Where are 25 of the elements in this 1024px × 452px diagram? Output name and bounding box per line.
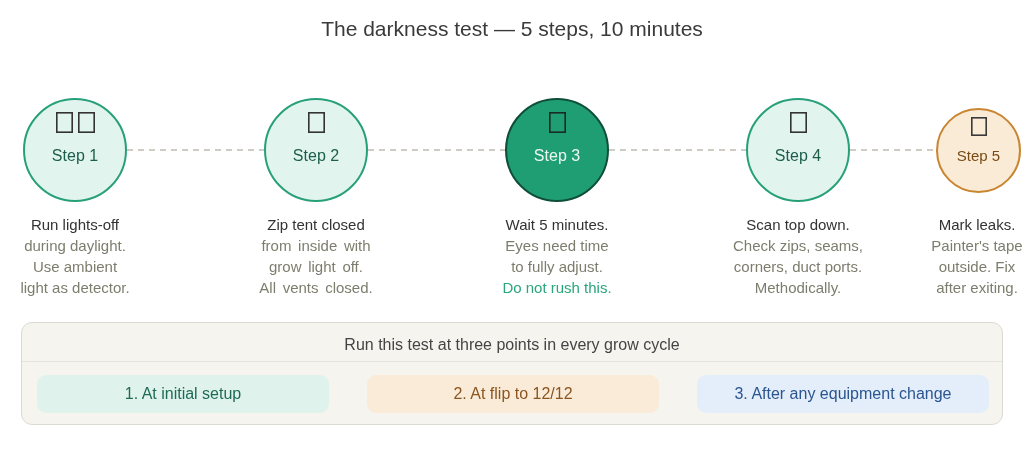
step-label: Step 3 bbox=[533, 146, 581, 166]
checkpoint-tag: 3. After any equipment change bbox=[697, 375, 989, 413]
dashed-connector bbox=[126, 149, 265, 151]
dashed-connector bbox=[608, 149, 747, 151]
diagram-title: The darkness test — 5 steps, 10 minutes bbox=[321, 16, 703, 42]
step-description: during daylight. Use ambient light as detector. bbox=[19, 235, 131, 298]
step-label: Step 4 bbox=[774, 146, 822, 166]
step-label: Step 1 bbox=[51, 146, 99, 166]
info-panel bbox=[21, 322, 1003, 425]
step-title: Zip tent closed bbox=[267, 214, 365, 235]
step-description: Painter's tape outside. Fix after exiting. bbox=[930, 235, 1024, 298]
dashed-connector bbox=[367, 149, 506, 151]
step-title: Run lights-off bbox=[30, 214, 120, 235]
step-description: Check zips, seams, corners, duct ports. Methodically. bbox=[731, 235, 864, 298]
step-title: Mark leaks. bbox=[938, 214, 1016, 235]
step-note: Do not rush this. bbox=[502, 277, 612, 298]
step-title: Scan top down. bbox=[746, 214, 850, 235]
step-label: Step 5 bbox=[956, 146, 1001, 166]
step-description: from inside with grow light off. All vents closed. bbox=[259, 235, 373, 298]
checkpoint-tag: 1. At initial setup bbox=[37, 375, 329, 413]
step-title: Wait 5 minutes. bbox=[505, 214, 609, 235]
checkpoint-tag: 2. At flip to 12/12 bbox=[367, 375, 659, 413]
panel-heading: Run this test at three points in every grow cycle bbox=[344, 335, 680, 355]
step-label: Step 2 bbox=[292, 146, 340, 166]
step-description: Eyes need time to fully adjust. bbox=[504, 235, 610, 277]
